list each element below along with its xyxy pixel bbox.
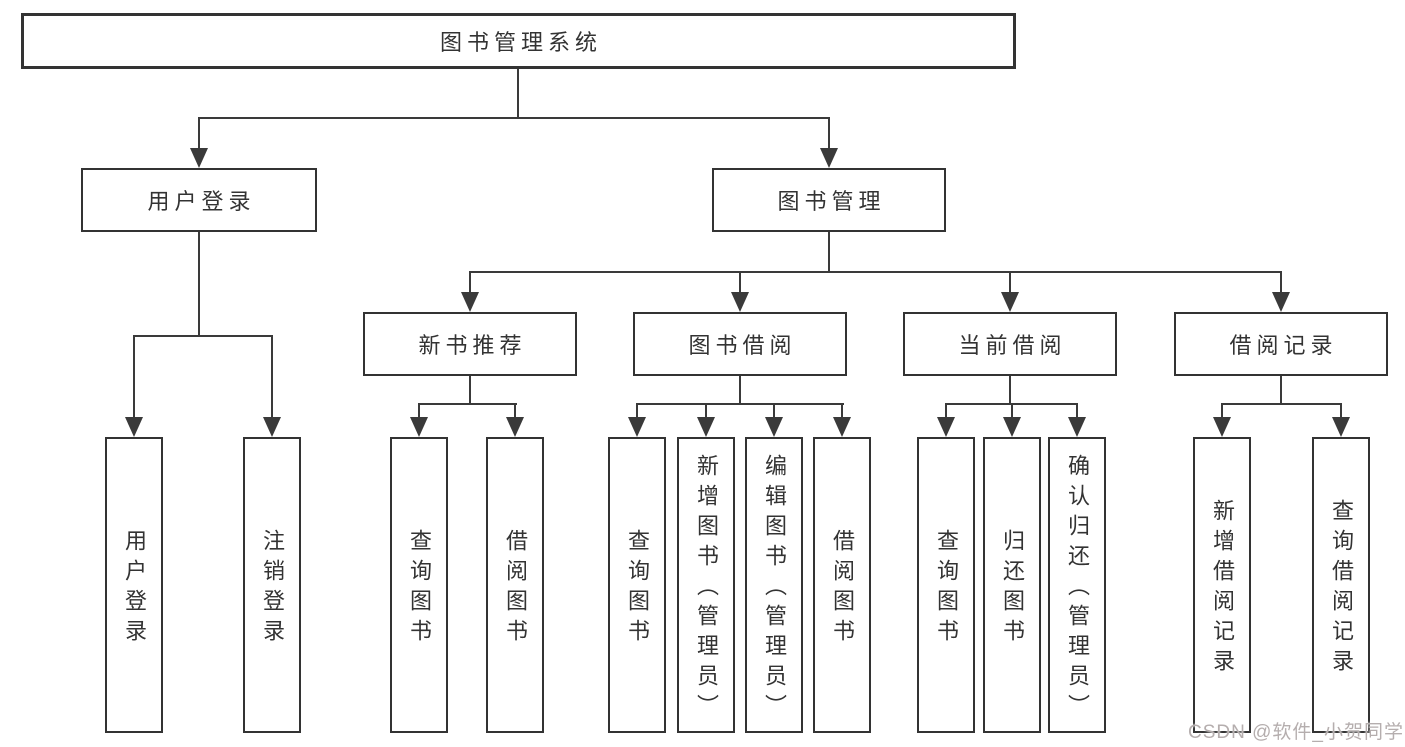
leaf-borrow-books-2: 借阅图书	[813, 437, 871, 733]
leaf-query-books-2: 查询图书	[608, 437, 666, 733]
leaf-query-books-3-label: 查询图书	[934, 529, 959, 649]
leaf-add-borrow-record: 新增借阅记录	[1193, 437, 1251, 733]
arrowhead-to-add-borrow-record	[1213, 417, 1231, 437]
connector-stem-leaf-logout	[271, 335, 273, 419]
arrowhead-to-add-books	[697, 417, 715, 437]
leaf-borrow-books-1: 借阅图书	[486, 437, 544, 733]
arrowhead-to-confirm-return	[1068, 417, 1086, 437]
connector-stem-confirm-return	[1076, 403, 1078, 419]
leaf-query-books-3: 查询图书	[917, 437, 975, 733]
arrowhead-to-user-login	[190, 148, 208, 168]
arrowhead-to-edit-books	[765, 417, 783, 437]
node-user-login: 用户登录	[81, 168, 317, 232]
connector-stem-borrow-books-2	[841, 403, 843, 419]
connector-book-borrowing-bus	[636, 403, 844, 405]
connector-current-borrowing-drop	[1009, 376, 1011, 405]
connector-new-book-recommend-bus	[418, 403, 517, 405]
node-borrowing-records-label: 借阅记录	[1229, 333, 1338, 358]
connector-user-login-drop	[198, 232, 200, 337]
connector-stem-add-borrow-record	[1221, 403, 1223, 419]
node-book-borrowing-label: 图书借阅	[688, 333, 797, 358]
node-user-login-label: 用户登录	[147, 189, 256, 214]
node-root-library-management-system: 图书管理系统	[21, 13, 1016, 69]
connector-borrowing-records-drop	[1280, 376, 1282, 405]
arrowhead-to-book-borrowing	[731, 292, 749, 312]
leaf-confirm-return-admin-label: 确认归还（管理员）	[1065, 454, 1090, 724]
leaf-add-books-admin: 新增图书（管理员）	[677, 437, 735, 733]
leaf-return-books-label: 归还图书	[1000, 529, 1025, 649]
connector-stem-add-books	[705, 403, 707, 419]
node-root-label: 图书管理系统	[439, 30, 602, 55]
leaf-query-books-2-label: 查询图书	[625, 529, 650, 649]
connector-book-management-drop	[828, 232, 830, 273]
leaf-logout-label: 注销登录	[260, 529, 285, 649]
connector-stem-return-books	[1011, 403, 1013, 419]
connector-stem-borrowing-records	[1280, 271, 1282, 296]
connector-stem-edit-books	[773, 403, 775, 419]
watermark: CSDN @软件_小贺同学	[1188, 722, 1404, 743]
arrowhead-to-current-borrowing	[1001, 292, 1019, 312]
arrowhead-to-query-borrow-record	[1332, 417, 1350, 437]
leaf-confirm-return-admin: 确认归还（管理员）	[1048, 437, 1106, 733]
connector-root-drop	[517, 69, 519, 118]
leaf-logout: 注销登录	[243, 437, 301, 733]
arrowhead-to-borrowing-records	[1272, 292, 1290, 312]
connector-stem-borrow-books-1	[514, 403, 516, 419]
connector-book-borrowing-drop	[739, 376, 741, 405]
connector-borrowing-records-bus	[1221, 403, 1342, 405]
arrowhead-to-query-books-2	[628, 417, 646, 437]
node-current-borrowing-label: 当前借阅	[958, 333, 1067, 358]
arrowhead-to-leaf-user-login	[125, 417, 143, 437]
node-new-book-recommend-label: 新书推荐	[418, 333, 527, 358]
connector-stem-query-books-2	[636, 403, 638, 419]
connector-stem-user-login	[198, 117, 200, 150]
connector-stem-leaf-user-login	[133, 335, 135, 419]
leaf-add-books-admin-label: 新增图书（管理员）	[694, 454, 719, 724]
arrowhead-to-return-books	[1003, 417, 1021, 437]
arrowhead-to-borrow-books-2	[833, 417, 851, 437]
arrowhead-to-new-book-recommend	[461, 292, 479, 312]
connector-stem-query-books-3	[945, 403, 947, 419]
node-book-management: 图书管理	[712, 168, 946, 232]
arrowhead-to-book-management	[820, 148, 838, 168]
leaf-user-login: 用户登录	[105, 437, 163, 733]
node-book-management-label: 图书管理	[777, 189, 886, 214]
leaf-user-login-label: 用户登录	[122, 529, 147, 649]
leaf-add-borrow-record-label: 新增借阅记录	[1210, 499, 1235, 679]
connector-stem-query-borrow-record	[1340, 403, 1342, 419]
node-borrowing-records: 借阅记录	[1174, 312, 1388, 376]
connector-level2-bus	[469, 271, 1282, 273]
leaf-return-books: 归还图书	[983, 437, 1041, 733]
connector-level1-bus	[198, 117, 830, 119]
connector-stem-book-management	[828, 117, 830, 150]
connector-stem-book-borrowing	[739, 271, 741, 296]
connector-user-login-bus	[133, 335, 273, 337]
leaf-query-borrow-record-label: 查询借阅记录	[1329, 499, 1354, 679]
node-current-borrowing: 当前借阅	[903, 312, 1117, 376]
leaf-borrow-books-1-label: 借阅图书	[503, 529, 528, 649]
leaf-query-books-1-label: 查询图书	[407, 529, 432, 649]
arrowhead-to-borrow-books-1	[506, 417, 524, 437]
arrowhead-to-query-books-1	[410, 417, 428, 437]
arrowhead-to-leaf-logout	[263, 417, 281, 437]
node-new-book-recommend: 新书推荐	[363, 312, 577, 376]
arrowhead-to-query-books-3	[937, 417, 955, 437]
connector-stem-current-borrowing	[1009, 271, 1011, 296]
node-book-borrowing: 图书借阅	[633, 312, 847, 376]
leaf-query-borrow-record: 查询借阅记录	[1312, 437, 1370, 733]
leaf-borrow-books-2-label: 借阅图书	[830, 529, 855, 649]
leaf-query-books-1: 查询图书	[390, 437, 448, 733]
connector-new-book-recommend-drop	[469, 376, 471, 405]
connector-stem-query-books-1	[418, 403, 420, 419]
connector-stem-new-book-recommend	[469, 271, 471, 296]
leaf-edit-books-admin-label: 编辑图书（管理员）	[762, 454, 787, 724]
leaf-edit-books-admin: 编辑图书（管理员）	[745, 437, 803, 733]
